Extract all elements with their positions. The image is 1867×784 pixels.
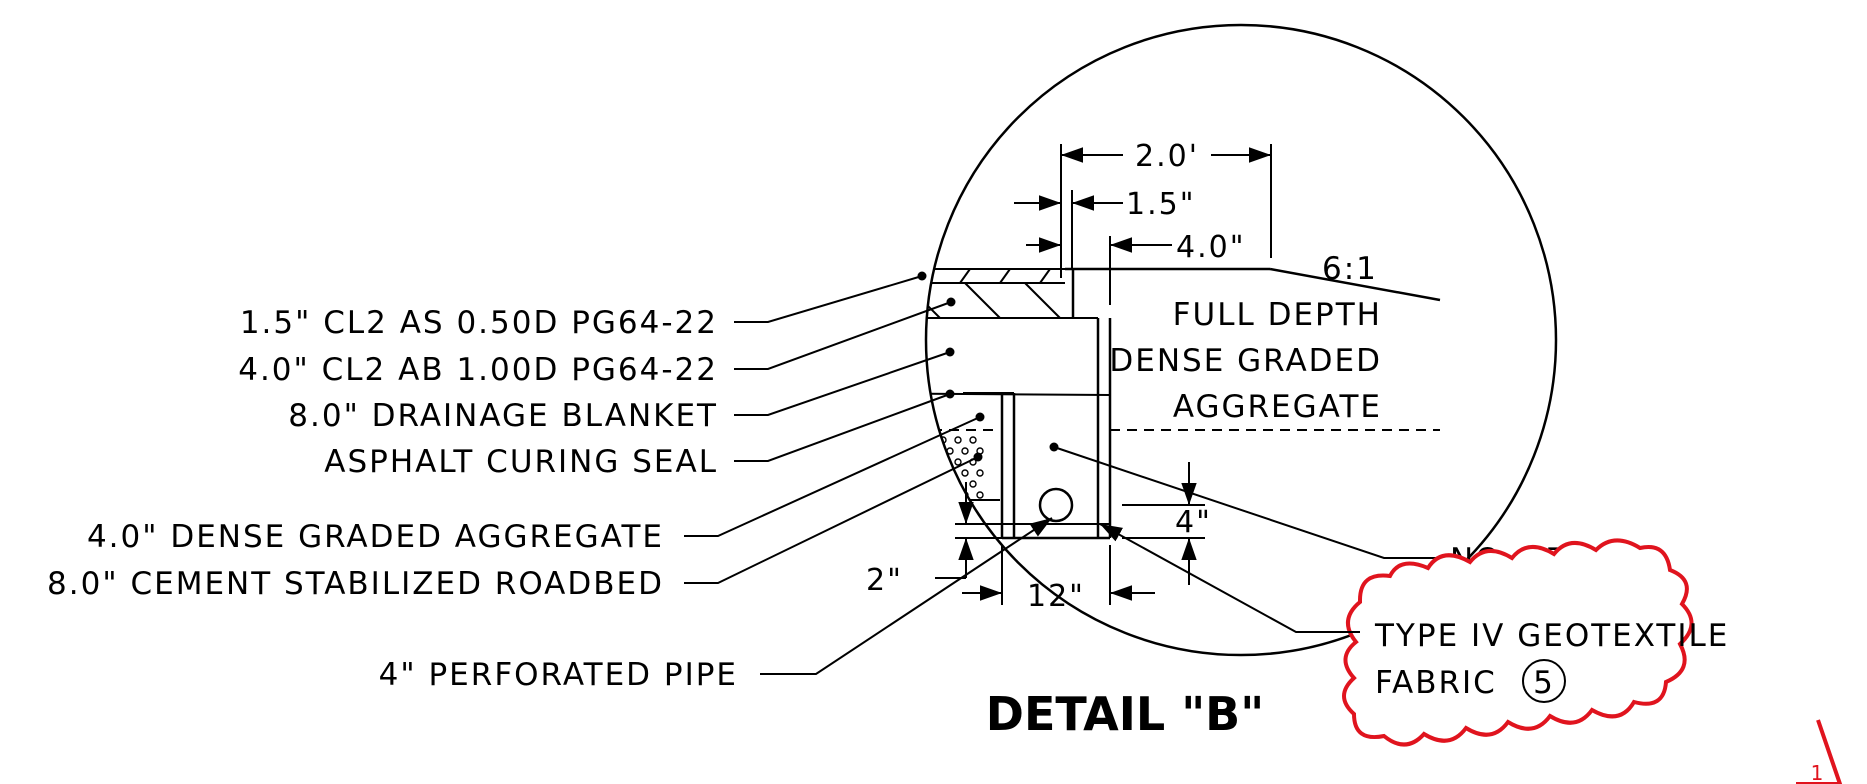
aggregate-circle bbox=[961, 469, 969, 477]
aggregate-circle bbox=[902, 470, 908, 476]
label-perforated-pipe: 4" PERFORATED PIPE bbox=[379, 657, 738, 693]
dim-offset: 2" bbox=[866, 563, 903, 598]
aggregate-circle bbox=[946, 491, 954, 499]
aggregate-circle bbox=[887, 448, 893, 454]
aggregate-circle bbox=[895, 437, 901, 443]
aggregate-circle bbox=[880, 437, 886, 443]
dim-top-width: 2.0' bbox=[1135, 139, 1199, 174]
aggregate-circle bbox=[917, 448, 923, 454]
aggregate-circle bbox=[917, 470, 923, 476]
revision-delta-number: 1 bbox=[1811, 761, 1824, 784]
aggregate-circle bbox=[865, 459, 871, 465]
full-depth-line-1: FULL DEPTH bbox=[1173, 297, 1382, 333]
aggregate-circle bbox=[926, 458, 932, 466]
aggregate-circle bbox=[857, 448, 863, 454]
full-depth-line-2: DENSE GRADED bbox=[1109, 343, 1382, 379]
trench-walls bbox=[963, 269, 1112, 540]
aggregate-circle bbox=[842, 470, 848, 476]
cloud-text-line-2: FABRIC bbox=[1375, 665, 1497, 701]
aggregate-circle bbox=[872, 492, 878, 498]
aggregate-circle bbox=[872, 448, 878, 454]
aggregate-circle bbox=[842, 448, 848, 454]
dim-trench: 12" bbox=[1027, 579, 1085, 614]
aggregate-circle bbox=[887, 492, 893, 498]
aggregate-circle bbox=[857, 492, 863, 498]
aggregate-circle bbox=[954, 458, 962, 466]
detail-boundary-circle bbox=[924, 23, 1558, 657]
aggregate-circle bbox=[969, 436, 977, 444]
aggregate-circle bbox=[931, 447, 939, 455]
aggregate-circle bbox=[969, 480, 977, 488]
label-cement-roadbed: 8.0" CEMENT STABILIZED ROADBED bbox=[47, 566, 664, 602]
revision-cloud-group: TYPE IV GEOTEXTILE FABRIC 5 1 bbox=[1099, 523, 1843, 784]
dim-pipe-cover: 4" bbox=[1175, 505, 1212, 540]
layer-labels: 1.5" CL2 AS 0.50D PG64-22 4.0" CL2 AB 1.… bbox=[47, 275, 1053, 693]
aggregate-circle bbox=[835, 459, 841, 465]
detail-title: DETAIL "B" bbox=[986, 687, 1264, 741]
aggregate-circle bbox=[939, 480, 947, 488]
right-notes: 6:1 FULL DEPTH DENSE GRADED AGGREGATE NO… bbox=[1053, 251, 1594, 578]
revision-delta-triangle bbox=[1796, 719, 1843, 784]
label-binder-course: 4.0" CL2 AB 1.00D PG64-22 bbox=[238, 352, 718, 388]
layer-leader-dots bbox=[917, 271, 1059, 462]
label-dense-aggregate: 4.0" DENSE GRADED AGGREGATE bbox=[87, 519, 664, 555]
perforated-pipe-symbol bbox=[1038, 487, 1074, 523]
aggregate-circle bbox=[865, 481, 871, 487]
aggregate-circle bbox=[835, 437, 841, 443]
aggregate-circle bbox=[842, 492, 848, 498]
aggregate-circle bbox=[910, 481, 916, 487]
aggregate-circle bbox=[880, 481, 886, 487]
aggregate-circle bbox=[895, 459, 901, 465]
label-curing-seal: ASPHALT CURING SEAL bbox=[324, 444, 718, 480]
label-drainage-blanket: 8.0" DRAINAGE BLANKET bbox=[288, 398, 718, 434]
aggregate-circle bbox=[865, 437, 871, 443]
aggregate-circle bbox=[850, 459, 856, 465]
aggregate-circle bbox=[961, 447, 969, 455]
aggregate-circle bbox=[976, 491, 984, 499]
aggregate-circle bbox=[917, 492, 923, 498]
aggregate-circle bbox=[976, 469, 984, 477]
slope-label: 6:1 bbox=[1322, 251, 1378, 287]
dim-edge: 1.5" bbox=[1126, 187, 1196, 222]
dimensions: 2.0' 1.5" 4.0" 4" 2" 12" bbox=[866, 139, 1272, 614]
aggregate-circle bbox=[895, 481, 901, 487]
aggregate-circle bbox=[946, 447, 954, 455]
note-number: 5 bbox=[1533, 665, 1555, 701]
label-surface-course: 1.5" CL2 AS 0.50D PG64-22 bbox=[240, 305, 718, 341]
surface-course-hatch bbox=[926, 268, 1065, 284]
aggregate-circle bbox=[910, 459, 916, 465]
aggregate-circle bbox=[850, 437, 856, 443]
note-number-circle bbox=[1522, 659, 1566, 703]
aggregate-circle bbox=[910, 437, 916, 443]
aggregate-circle bbox=[887, 470, 893, 476]
full-depth-line-3: AGGREGATE bbox=[1173, 389, 1382, 425]
aggregate-circle bbox=[850, 481, 856, 487]
cloud-text-line-1: TYPE IV GEOTEXTILE bbox=[1374, 618, 1729, 654]
aggregate-circle bbox=[954, 436, 962, 444]
dim-mid: 4.0" bbox=[1176, 230, 1246, 265]
aggregate-circle bbox=[872, 470, 878, 476]
revision-cloud bbox=[1342, 538, 1694, 747]
aggregate-circle bbox=[931, 491, 939, 499]
aggregate-circle bbox=[939, 458, 947, 466]
aggregate-circle bbox=[931, 469, 939, 477]
